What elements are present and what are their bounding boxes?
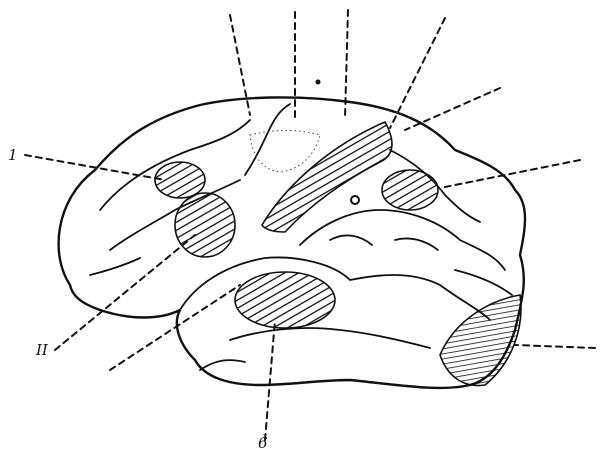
hatched-area-frontal-upper	[155, 162, 205, 198]
label-1: 1	[8, 146, 18, 164]
label-II: II	[35, 341, 49, 359]
label-6: 6	[258, 434, 268, 452]
hatched-area-parietal	[382, 170, 438, 210]
leader-line-top-right	[390, 18, 445, 128]
small-mark	[351, 196, 359, 204]
hatched-area-temporal	[235, 272, 335, 328]
dot-mark	[316, 80, 321, 85]
hatched-area-frontal-lower	[175, 193, 235, 257]
leader-line-right-upper	[405, 88, 500, 130]
leader-line-right-lower	[515, 345, 595, 348]
